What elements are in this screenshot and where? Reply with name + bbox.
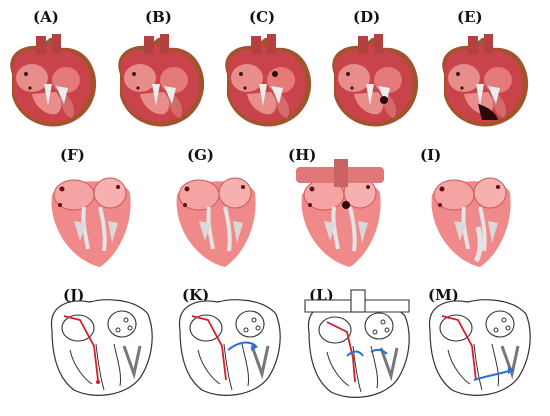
heart-cutaway-icon — [296, 159, 384, 269]
panel-label-m: (M) — [428, 286, 459, 304]
heart-cutaway-icon — [429, 176, 513, 269]
panel-label-b: (B) — [145, 8, 172, 26]
panel-label-h: (H) — [288, 146, 316, 164]
panel-label-g: (G) — [187, 146, 214, 164]
heart-cross-section-icon — [332, 34, 419, 127]
heart-schematic-icon — [304, 289, 411, 399]
panel-label-a: (A) — [33, 8, 59, 26]
heart-schematic-icon — [427, 298, 532, 397]
panel-label-i: (I) — [420, 146, 441, 164]
heart-cross-section-icon — [118, 34, 205, 127]
heart-cross-section-icon — [442, 34, 529, 127]
panel-label-f: (F) — [60, 146, 85, 164]
panel-label-j: (J) — [63, 286, 84, 304]
heart-schematic-icon — [49, 298, 154, 397]
heart-cutaway-icon — [49, 176, 133, 269]
panel-label-d: (D) — [353, 8, 380, 26]
panel-label-c: (C) — [249, 8, 275, 26]
panel-label-e: (E) — [457, 8, 483, 26]
heart-cross-section-icon — [10, 34, 97, 127]
heart-cross-section-icon — [225, 34, 312, 127]
panel-label-k: (K) — [182, 286, 209, 304]
heart-schematic-icon — [177, 298, 282, 397]
heart-cutaway-icon — [174, 176, 258, 269]
